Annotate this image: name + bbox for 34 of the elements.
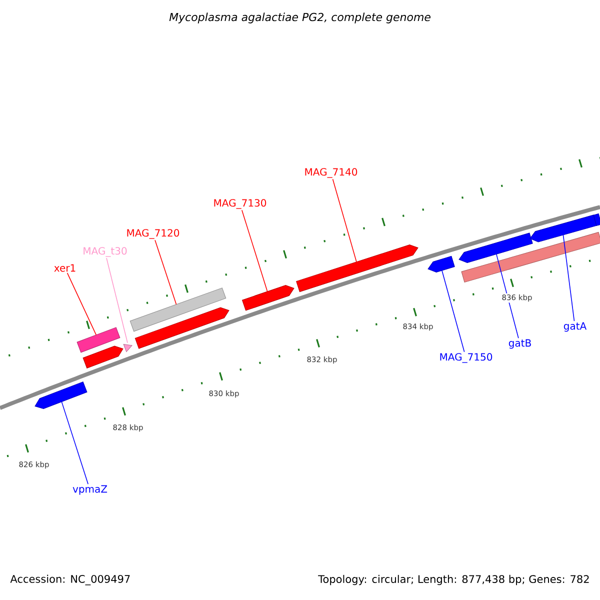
gene-feature: [458, 232, 533, 263]
gene-bar: [593, 213, 600, 226]
title: Mycoplasma agalactiae PG2, complete genome: [169, 12, 430, 24]
gene-label: xer1: [54, 264, 76, 272]
triangle-marker: [123, 344, 132, 352]
gene-feature: [530, 214, 597, 242]
gene-label: MAG_t30: [84, 247, 127, 257]
leader-line: [106, 258, 128, 344]
gene-bar: [130, 288, 226, 332]
gene-label: gatB: [508, 339, 531, 349]
gene-bar: [76, 327, 120, 353]
leader-line: [332, 178, 357, 262]
gene-label: MAG_7130: [214, 199, 266, 209]
gene-feature: [428, 256, 455, 273]
gene-bar: [461, 232, 600, 282]
leader-line: [66, 272, 97, 336]
leader-line: [562, 234, 575, 322]
gene-feature: [134, 307, 230, 349]
gene-feature: [82, 346, 124, 368]
gene-feature: [242, 285, 294, 311]
gene-feature: [296, 244, 418, 292]
gene-label: MAG_7120: [127, 229, 180, 239]
footer-text: Accession: NC_009497: [10, 574, 130, 586]
gene-label: gatA: [564, 322, 587, 332]
gene-label: vpmaZ: [72, 485, 108, 495]
footer-text: Topology: circular; Length: 877,438 bp; Genes: 782: [318, 574, 589, 586]
gene-label: MAG_7140: [305, 168, 358, 178]
leader-line: [242, 210, 268, 292]
leader-line: [61, 401, 88, 484]
leader-line: [496, 254, 519, 339]
gene-label: MAG_7150: [440, 353, 492, 363]
leader-line: [154, 240, 177, 305]
leader-line: [442, 270, 465, 352]
gene-feature: [34, 382, 88, 410]
